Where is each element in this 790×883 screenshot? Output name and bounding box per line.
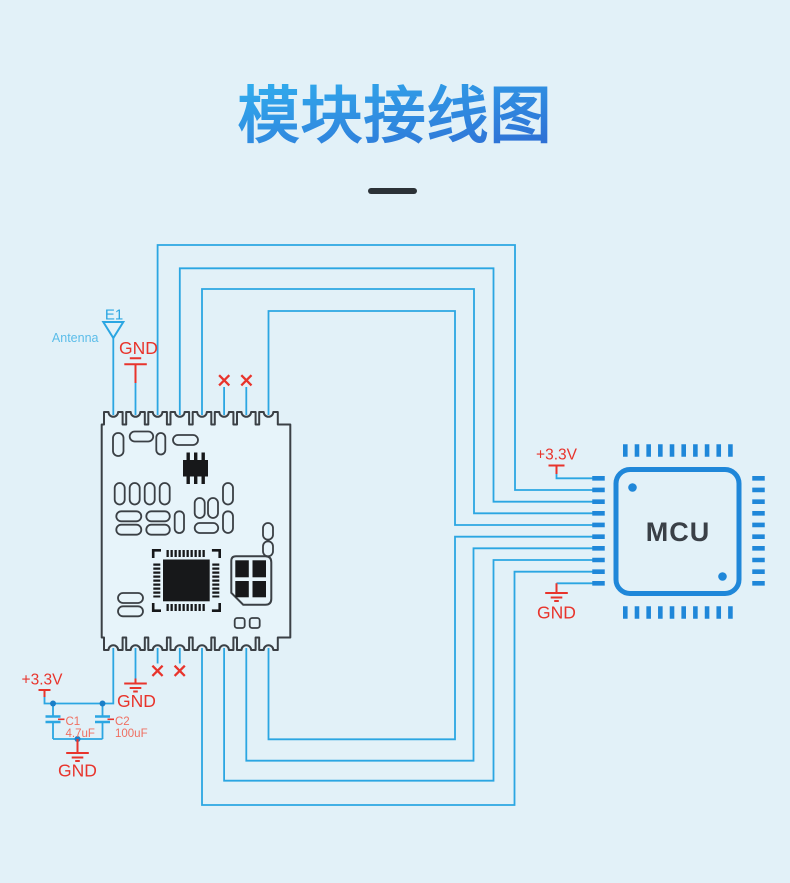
- wire: [201, 288, 600, 515]
- sot-pin: [194, 476, 198, 484]
- vcc-label-mcu: +3.3V: [536, 447, 578, 464]
- wire: [156, 244, 600, 491]
- sot-body: [183, 460, 208, 477]
- wire: [267, 310, 600, 526]
- crystal-pad: [252, 581, 266, 598]
- module-component: [233, 617, 246, 629]
- module-component: [222, 510, 234, 534]
- sot-pin: [194, 452, 198, 461]
- ground-icon: [66, 739, 89, 762]
- module-component: [248, 617, 261, 629]
- module-components: [112, 430, 274, 629]
- mcu-chip: MCU: [592, 444, 765, 619]
- c1-value-label: 4.7uF: [66, 728, 95, 740]
- module-main-ic: [151, 549, 221, 612]
- crystal-pad: [235, 560, 249, 578]
- no-connect-icon: [240, 374, 253, 387]
- wire: [43, 648, 115, 705]
- crystal-outline: [230, 555, 273, 606]
- ground-icon: [545, 583, 568, 602]
- capacitor-icon: [95, 715, 110, 724]
- ground-icon: [124, 357, 147, 383]
- qfn-corner-brackets: [151, 549, 221, 612]
- wire: [178, 267, 600, 503]
- capacitor-c1: [45, 703, 65, 739]
- sot-pin: [201, 476, 205, 484]
- no-connect-icon: [218, 374, 231, 387]
- crystal-pad: [235, 581, 249, 598]
- module-component: [117, 592, 144, 604]
- module-component: [115, 523, 143, 536]
- gnd-label-module-bottom: GND: [117, 691, 156, 711]
- antenna-ref-label: E1: [105, 307, 123, 324]
- wires: [43, 244, 600, 806]
- module-component: [145, 510, 171, 523]
- qfn-body: [163, 559, 210, 602]
- rf-module: [100, 411, 292, 651]
- module-component: [193, 497, 206, 519]
- c2-ref-label: C2: [115, 716, 130, 728]
- gnd-label-antenna: GND: [119, 338, 158, 358]
- module-component: [117, 605, 144, 618]
- wire: [267, 535, 600, 741]
- mcu-label: MCU: [646, 517, 711, 547]
- module-component: [172, 434, 199, 446]
- power-icon: [548, 464, 565, 474]
- mcu-body: [613, 467, 742, 596]
- junction-dot: [50, 700, 56, 707]
- title-dash: [368, 188, 417, 194]
- no-connect-icon: [151, 664, 164, 677]
- sot-pin: [186, 476, 190, 484]
- module-component: [158, 482, 171, 506]
- module-component: [112, 432, 125, 457]
- sot-pin: [201, 452, 205, 461]
- gnd-label-capacitors: GND: [58, 761, 97, 781]
- module-component: [207, 497, 219, 519]
- module-component: [173, 510, 185, 534]
- module-component: [145, 523, 171, 536]
- wire: [245, 547, 600, 762]
- module-crystal: [230, 555, 273, 606]
- capacitor-icon: [45, 715, 61, 724]
- power-icon: [38, 689, 51, 697]
- antenna-icon: [101, 321, 126, 340]
- module-component: [222, 482, 234, 506]
- module-component: [155, 432, 167, 456]
- antenna-label: Antenna: [52, 331, 99, 345]
- module-sot-chip: [183, 452, 208, 484]
- gnd-label-mcu: GND: [537, 603, 576, 623]
- module-component: [262, 522, 274, 541]
- junction-dots: [50, 700, 106, 742]
- module-component: [143, 482, 156, 506]
- module-component: [113, 482, 126, 506]
- vcc-label-left: +3.3V: [22, 672, 64, 689]
- module-component: [128, 482, 141, 506]
- wire: [223, 559, 600, 782]
- page-title: 模块接线图: [0, 84, 790, 149]
- sot-pin: [186, 452, 190, 461]
- module-component: [115, 510, 143, 523]
- wire: [555, 474, 600, 480]
- junction-dot: [99, 700, 106, 707]
- c1-ref-label: C1: [66, 716, 81, 728]
- ground-icon: [124, 678, 147, 693]
- crystal-pad: [252, 560, 266, 578]
- capacitor-c2: [95, 703, 114, 739]
- mcu-pin1-dot: [628, 483, 637, 492]
- mcu-corner-dot: [718, 572, 727, 581]
- module-component: [193, 522, 220, 534]
- wire: [201, 570, 600, 806]
- module-component: [128, 430, 155, 443]
- c2-value-label: 100uF: [115, 728, 148, 740]
- no-connect-icon: [173, 664, 186, 677]
